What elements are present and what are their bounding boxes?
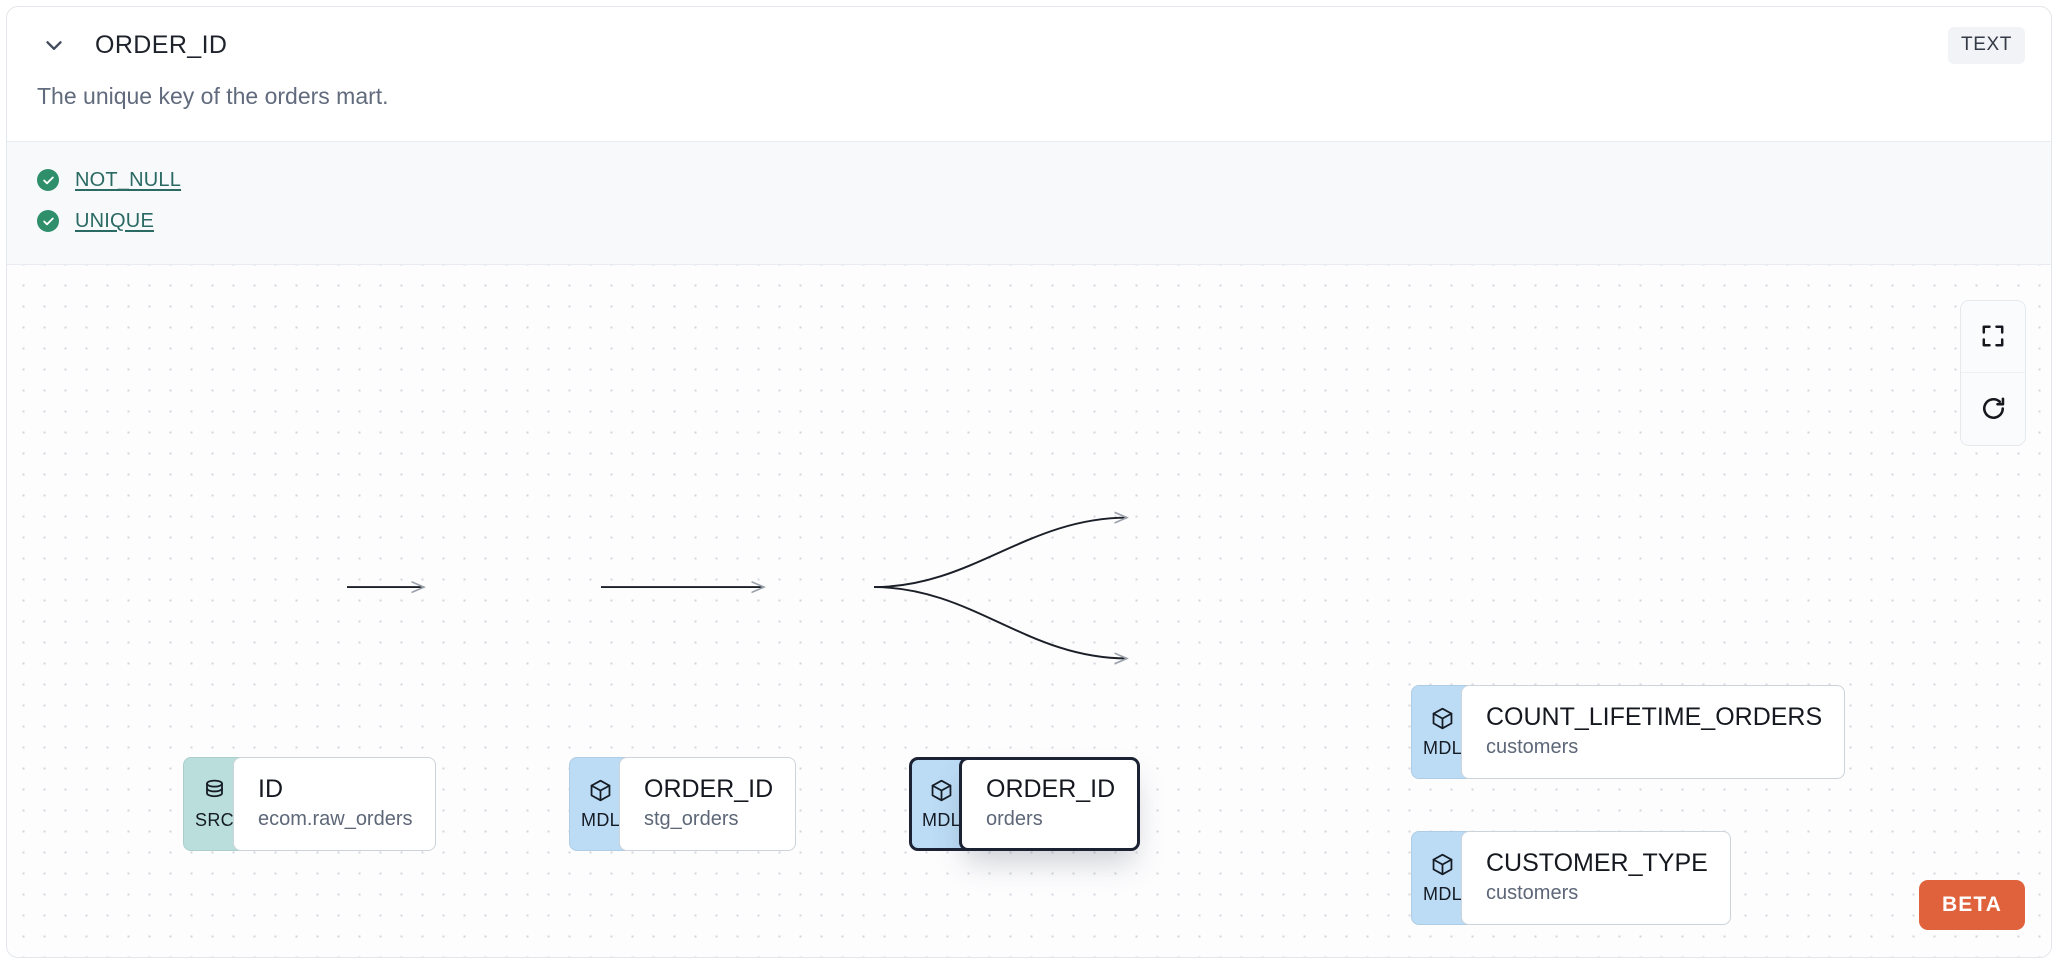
lineage-edges xyxy=(347,265,2051,957)
node-badge-label: MDL xyxy=(581,810,620,831)
edge-orders-to-count xyxy=(873,517,1127,588)
page-title: ORDER_ID xyxy=(95,30,228,59)
node-column-name: COUNT_LIFETIME_ORDERS xyxy=(1486,703,1823,732)
test-link-not-null[interactable]: NOT_NULL xyxy=(75,168,182,191)
tests-section: NOT_NULL UNIQUE xyxy=(7,140,2051,265)
lineage-node-customers-count-lifetime-orders[interactable]: MDL COUNT_LIFETIME_ORDERS customers xyxy=(1411,684,1846,779)
lineage-node-customers-customer-type[interactable]: MDL CUSTOMER_TYPE customers xyxy=(1411,830,1731,925)
beta-badge[interactable]: BETA xyxy=(1918,880,2025,930)
node-body: CUSTOMER_TYPE customers xyxy=(1461,830,1731,925)
node-resource-name: stg_orders xyxy=(644,807,739,830)
node-resource-name: customers xyxy=(1486,735,1579,758)
node-column-name: ORDER_ID xyxy=(644,775,774,804)
card-header: ORDER_ID TEXT xyxy=(7,7,2051,83)
fit-view-button[interactable] xyxy=(1961,300,2025,373)
edge-orders-to-customer-type xyxy=(873,585,1127,658)
node-resource-name: customers xyxy=(1486,881,1579,904)
node-badge-label: SRC xyxy=(195,810,234,831)
fullscreen-icon xyxy=(1980,323,2006,349)
test-row: UNIQUE xyxy=(7,201,2051,242)
node-badge-label: MDL xyxy=(1423,884,1462,905)
check-circle-icon xyxy=(37,210,59,233)
node-resource-name: orders xyxy=(986,807,1043,830)
reload-button[interactable] xyxy=(1961,372,2025,445)
cube-icon xyxy=(588,778,613,808)
data-type-badge: TEXT xyxy=(1948,26,2025,64)
cube-icon xyxy=(929,778,954,808)
cube-icon xyxy=(1430,852,1455,882)
column-detail-card: ORDER_ID TEXT The unique key of the orde… xyxy=(6,6,2052,958)
cube-icon xyxy=(1430,706,1455,736)
node-column-name: ORDER_ID xyxy=(986,775,1116,804)
node-column-name: ID xyxy=(258,775,283,804)
chevron-down-icon[interactable] xyxy=(37,28,71,62)
node-column-name: CUSTOMER_TYPE xyxy=(1486,849,1708,878)
lineage-canvas[interactable]: SRC ID ecom.raw_orders xyxy=(7,264,2051,957)
test-row: NOT_NULL xyxy=(7,160,2051,201)
lineage-node-orders-order-id[interactable]: MDL ORDER_ID orders xyxy=(909,756,1141,851)
node-body: ID ecom.raw_orders xyxy=(233,756,436,851)
lineage-node-stg-orders-order-id[interactable]: MDL ORDER_ID stg_orders xyxy=(569,756,797,851)
canvas-controls xyxy=(1961,300,2025,445)
node-body: ORDER_ID orders xyxy=(959,756,1141,851)
node-body: ORDER_ID stg_orders xyxy=(619,756,797,851)
database-icon xyxy=(202,778,227,808)
node-body: COUNT_LIFETIME_ORDERS customers xyxy=(1461,684,1846,779)
lineage-node-ecom-raw-orders-id[interactable]: SRC ID ecom.raw_orders xyxy=(183,756,436,851)
node-badge-label: MDL xyxy=(922,810,961,831)
refresh-icon xyxy=(1980,395,2007,422)
column-description: The unique key of the orders mart. xyxy=(37,83,389,109)
node-badge-label: MDL xyxy=(1423,738,1462,759)
test-link-unique[interactable]: UNIQUE xyxy=(75,209,154,232)
check-circle-icon xyxy=(37,169,59,192)
node-resource-name: ecom.raw_orders xyxy=(258,807,413,830)
